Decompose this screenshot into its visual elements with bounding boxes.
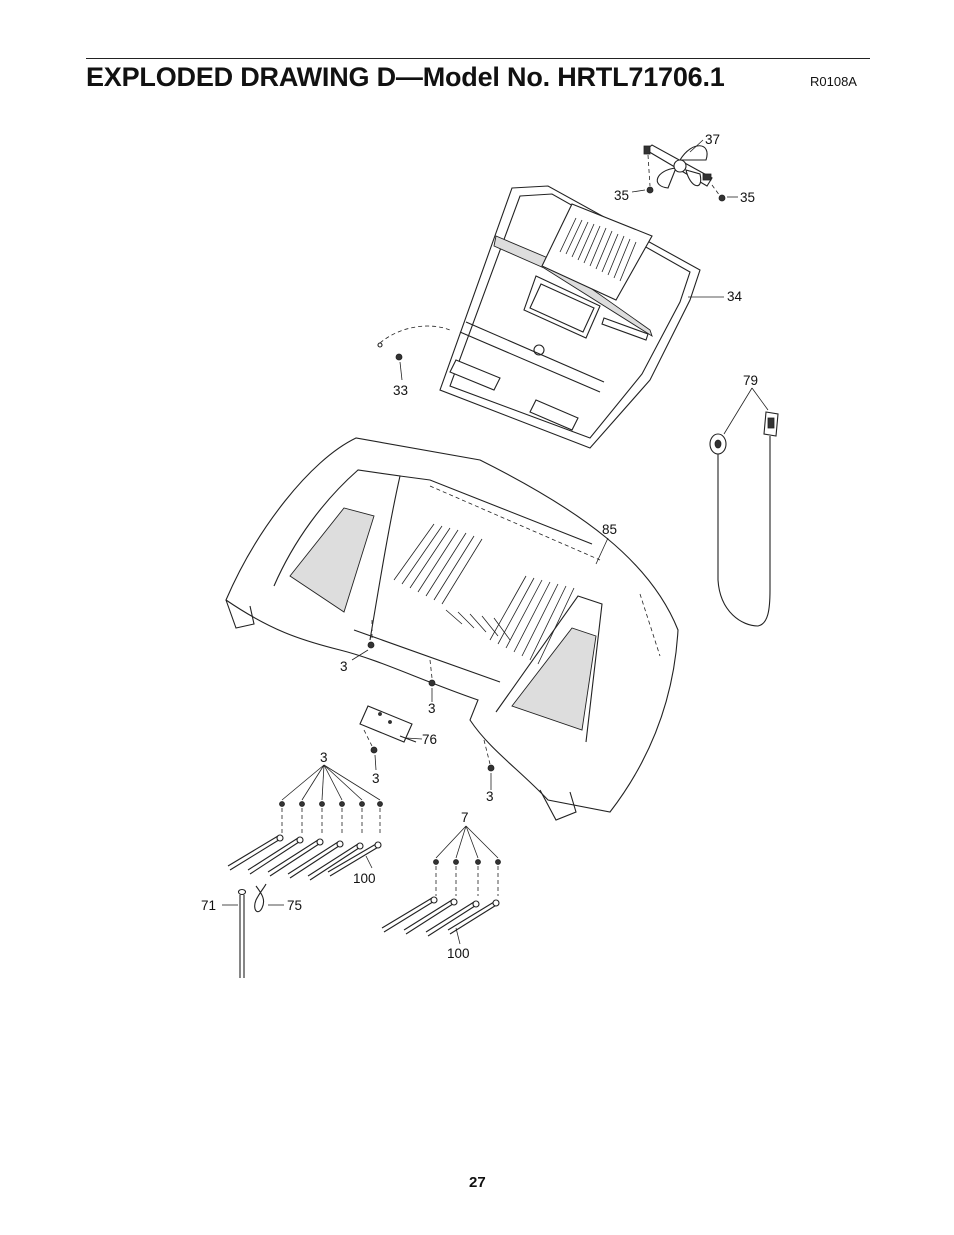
header-rule (86, 58, 870, 59)
drawing-code: R0108A (810, 74, 857, 89)
page-number: 27 (469, 1174, 486, 1191)
callout-34: 34 (727, 289, 743, 304)
callout-35-left: 35 (614, 188, 629, 203)
callout-79: 79 (743, 373, 758, 388)
bracket-part-76 (359, 705, 417, 743)
screw-part-3-c (363, 729, 378, 754)
wire-ties-part-100-right (381, 896, 500, 937)
callout-100-left: 100 (353, 871, 376, 886)
callout-71: 71 (201, 898, 216, 913)
screw-part-3-d (483, 739, 495, 772)
fan-part-37 (643, 144, 713, 189)
screw-part-3-a (367, 620, 375, 649)
callout-76: 76 (422, 732, 437, 747)
callout-37: 37 (705, 132, 720, 147)
screw-part-33 (377, 325, 451, 361)
screw-part-35-right (711, 184, 726, 202)
hood-part-85 (225, 437, 679, 821)
screw-part-3-b (428, 659, 436, 687)
callout-3-hood-center: 3 (428, 701, 436, 716)
screw-part-35-left (646, 154, 654, 194)
console-part-34 (439, 185, 701, 449)
callout-35-right: 35 (740, 190, 755, 205)
callout-100-right: 100 (447, 946, 470, 961)
rod-part-71 (237, 888, 247, 978)
callout-85: 85 (602, 522, 617, 537)
callout-3-bracket: 3 (372, 771, 380, 786)
wire-ties-part-100-left (227, 834, 382, 881)
callout-3-group: 3 (320, 750, 328, 765)
cable-part-79 (709, 411, 779, 627)
callout-7: 7 (461, 810, 469, 825)
page-title: EXPLODED DRAWING D—Model No. HRTL71706.1 (86, 62, 725, 92)
screw-group-part-7 (433, 825, 501, 896)
callout-3-hood-right: 3 (486, 789, 494, 804)
vent-grille (393, 523, 575, 665)
callout-33: 33 (393, 383, 408, 398)
callout-75: 75 (287, 898, 302, 913)
clip-part-75 (254, 883, 267, 913)
callout-3-hood-left: 3 (340, 659, 348, 674)
screw-group-part-3 (279, 764, 383, 836)
